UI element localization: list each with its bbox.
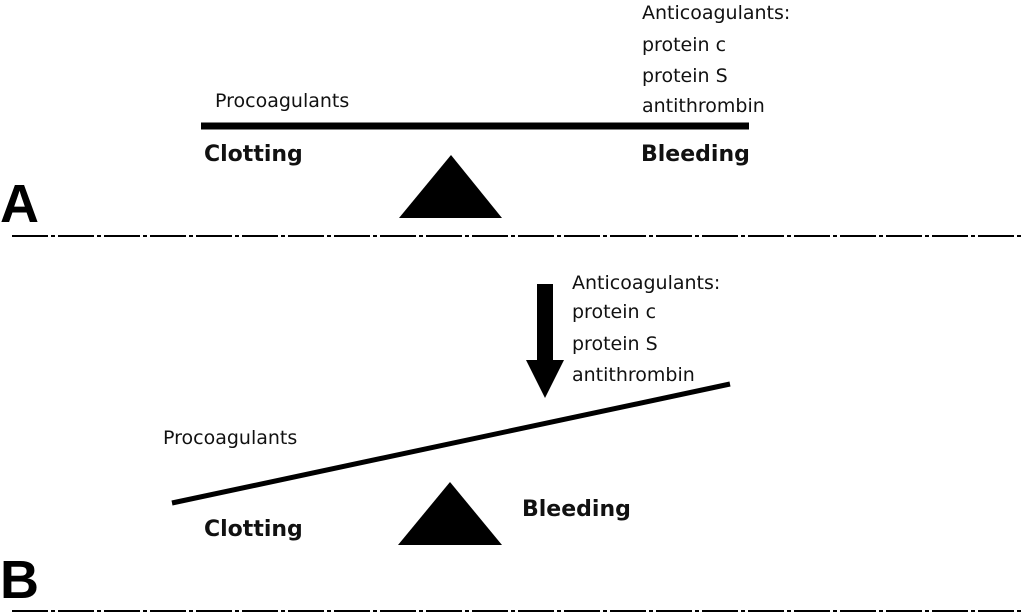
panel-a-procoagulants-label: Procoagulants bbox=[215, 90, 349, 112]
panel-b-anticoagulants-heading: Anticoagulants: bbox=[572, 272, 720, 294]
panel-b-anticoagulant-protein-c: protein c bbox=[572, 301, 656, 323]
panel-b-procoagulants-label: Procoagulants bbox=[163, 427, 297, 449]
panel-a: Anticoagulants: protein c protein S anti… bbox=[0, 2, 790, 234]
panel-b-bleeding-label: Bleeding bbox=[522, 497, 631, 522]
panel-a-letter: A bbox=[0, 174, 39, 234]
panel-a-bleeding-label: Bleeding bbox=[641, 142, 750, 167]
panel-b-letter: B bbox=[0, 550, 39, 610]
panel-a-anticoagulants-heading: Anticoagulants: bbox=[642, 2, 790, 24]
panel-a-anticoagulant-protein-s: protein S bbox=[642, 65, 728, 87]
down-arrow-icon bbox=[526, 284, 564, 398]
panel-b-clotting-label: Clotting bbox=[204, 517, 303, 542]
panel-a-fulcrum-triangle bbox=[399, 155, 502, 218]
panel-a-clotting-label: Clotting bbox=[204, 142, 303, 167]
panel-a-anticoagulant-antithrombin: antithrombin bbox=[642, 95, 765, 117]
panel-b-anticoagulant-protein-s: protein S bbox=[572, 333, 658, 355]
panel-b-balance-beam bbox=[171, 381, 731, 506]
panel-a-anticoagulant-protein-c: protein c bbox=[642, 34, 726, 56]
panel-b: Anticoagulants: protein c protein S anti… bbox=[0, 272, 731, 610]
panel-b-anticoagulant-antithrombin: antithrombin bbox=[572, 364, 695, 386]
panel-b-fulcrum-triangle bbox=[398, 482, 502, 545]
